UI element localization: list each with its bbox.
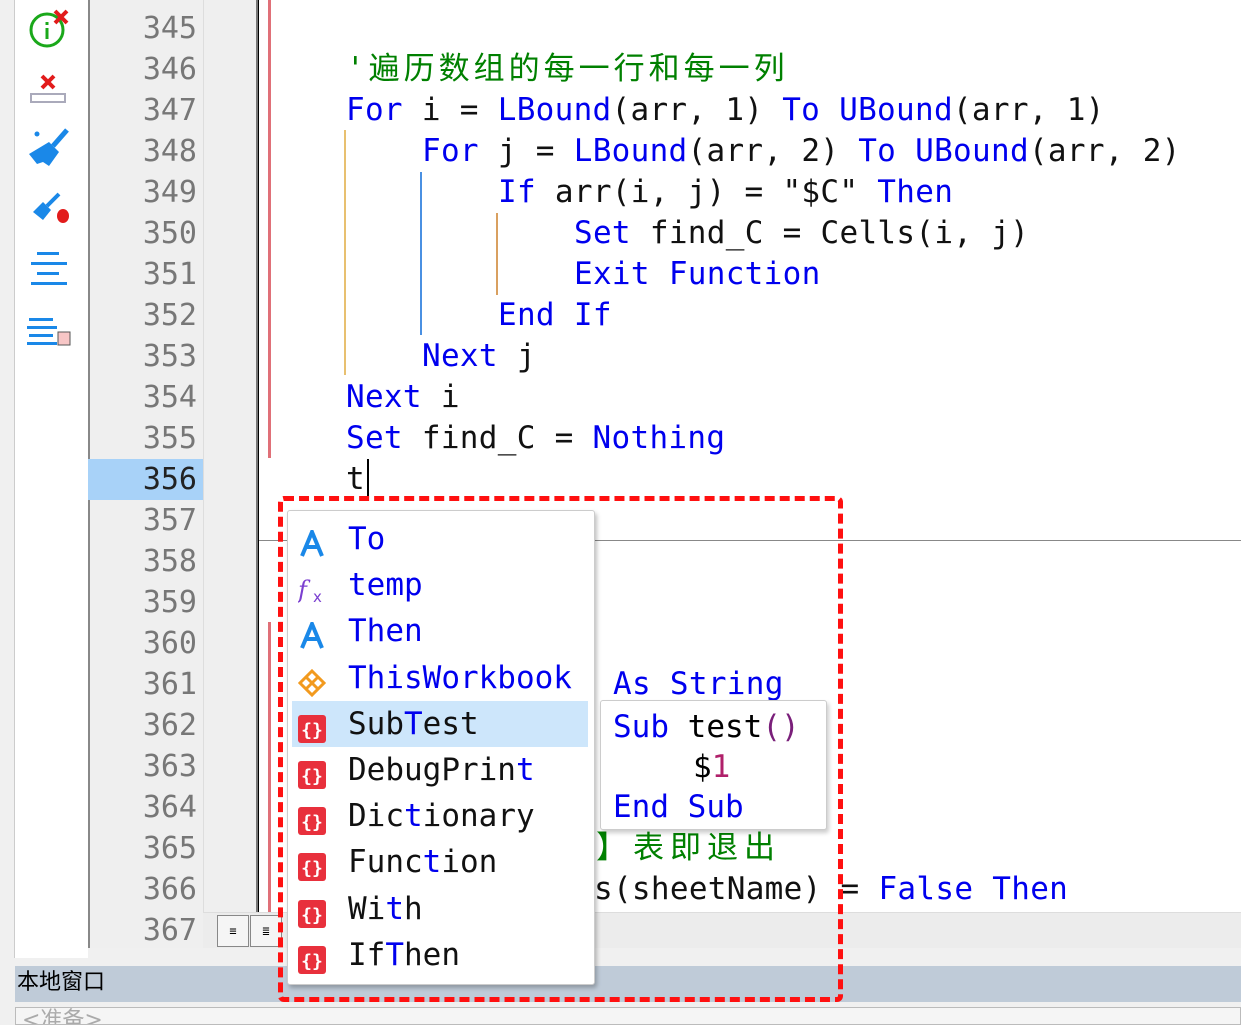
line-number: 354 bbox=[142, 380, 197, 415]
svg-text:{}: {} bbox=[301, 905, 323, 926]
indent-guide bbox=[420, 172, 422, 335]
line-number: 359 bbox=[142, 585, 197, 620]
procedure-separator bbox=[259, 540, 1241, 541]
keyword-icon bbox=[298, 617, 326, 650]
procedure-view-button[interactable]: ≡ bbox=[217, 915, 249, 947]
line-number: 367 bbox=[142, 913, 197, 948]
code-line: Set find_C = Nothing bbox=[346, 420, 726, 456]
info-clear-icon[interactable] bbox=[27, 6, 71, 50]
line-number: 348 bbox=[142, 134, 197, 169]
indent-guide bbox=[496, 213, 498, 295]
line-number: 360 bbox=[142, 626, 197, 661]
snippet-icon: {} bbox=[298, 941, 326, 974]
line-number: 350 bbox=[142, 216, 197, 251]
autocomplete-item-label: temp bbox=[348, 567, 423, 604]
autocomplete-item-label: ThisWorkbook bbox=[348, 659, 572, 696]
autocomplete-item[interactable]: {} With bbox=[292, 886, 588, 932]
autocomplete-item-label: To bbox=[348, 521, 386, 557]
svg-text:{}: {} bbox=[301, 858, 323, 879]
autocomplete-item-label: SubTest bbox=[348, 705, 479, 742]
line-number: 363 bbox=[142, 749, 197, 784]
svg-text:{}: {} bbox=[301, 766, 323, 787]
snippet-icon: {} bbox=[298, 895, 326, 928]
locals-window-status: <准备> bbox=[15, 1007, 1241, 1025]
code-line: For i = LBound(arr, 1) To UBound(arr, 1) bbox=[346, 92, 1105, 128]
svg-text:{}: {} bbox=[301, 720, 323, 741]
autocomplete-item-label: With bbox=[348, 890, 423, 927]
left-edge-panel bbox=[0, 0, 15, 958]
block-bar bbox=[268, 0, 271, 458]
line-number: 349 bbox=[142, 175, 197, 210]
autocomplete-item[interactable]: {} Function bbox=[292, 839, 588, 885]
snippet-icon: {} bbox=[298, 802, 326, 836]
object-icon bbox=[297, 664, 327, 697]
svg-text:{}: {} bbox=[301, 812, 323, 833]
line-number: 365 bbox=[142, 831, 197, 866]
clear-input-icon[interactable] bbox=[27, 68, 71, 112]
current-line-input[interactable]: t bbox=[346, 459, 369, 500]
locals-window-title: 本地窗口 bbox=[15, 958, 1241, 1002]
autocomplete-item-label: Dictionary bbox=[348, 798, 535, 835]
line-number: 355 bbox=[142, 421, 197, 456]
code-line: For j = LBound(arr, 2) To UBound(arr, 2) bbox=[422, 133, 1181, 169]
snippet-icon: {} bbox=[298, 710, 326, 743]
indent-guide bbox=[344, 130, 346, 375]
autocomplete-item[interactable]: {} DebugPrint bbox=[292, 747, 588, 793]
line-number: 357 bbox=[142, 503, 197, 538]
svg-text:f: f bbox=[298, 576, 311, 604]
side-toolbar bbox=[15, 0, 88, 958]
line-number: 362 bbox=[142, 708, 197, 743]
autocomplete-item[interactable]: {} SubTest bbox=[292, 700, 588, 747]
snippet-preview: Sub test() $1 End Sub bbox=[600, 700, 827, 830]
autocomplete-item[interactable]: Then bbox=[292, 608, 588, 654]
autocomplete-item-label: IfThen bbox=[348, 936, 460, 973]
keyword-icon bbox=[298, 525, 326, 557]
code-line: s(sheetName) = False Then bbox=[594, 871, 1069, 907]
code-comment: 】表即退出 bbox=[596, 830, 781, 866]
code-line: Exit Function bbox=[574, 256, 821, 292]
autocomplete-item-label: Function bbox=[348, 844, 498, 881]
code-line: End If bbox=[498, 297, 612, 333]
line-number: 366 bbox=[142, 872, 197, 907]
code-line: Set find_C = Cells(i, j) bbox=[574, 215, 1030, 251]
code-line: Next i bbox=[346, 379, 460, 415]
line-number: 358 bbox=[142, 544, 197, 579]
autocomplete-item-label: Then bbox=[348, 613, 423, 650]
code-line: If arr(i, j) = "$C" Then bbox=[498, 174, 954, 210]
autocomplete-item[interactable]: {} Dictionary bbox=[292, 793, 588, 839]
snippet-icon: {} bbox=[298, 848, 326, 882]
line-number: 351 bbox=[142, 257, 197, 292]
align-save-icon[interactable] bbox=[27, 312, 71, 356]
code-comment: '遍历数组的每一行和每一列 bbox=[346, 51, 789, 87]
line-number: 345 bbox=[142, 11, 197, 46]
snippet-icon: {} bbox=[298, 756, 326, 789]
svg-text:x: x bbox=[313, 588, 322, 604]
svg-text:{}: {} bbox=[301, 951, 323, 972]
full-module-view-button[interactable]: ≣ bbox=[250, 915, 282, 947]
autocomplete-item[interactable]: To bbox=[292, 516, 588, 562]
line-number: 347 bbox=[142, 93, 197, 128]
align-center-icon[interactable] bbox=[27, 248, 71, 292]
line-number: 352 bbox=[142, 298, 197, 333]
autocomplete-item[interactable]: ThisWorkbook bbox=[292, 655, 588, 701]
breakpoint-margin[interactable] bbox=[203, 0, 258, 948]
line-number: 364 bbox=[142, 790, 197, 825]
autocomplete-item-label: DebugPrint bbox=[348, 752, 535, 788]
broom-bug-icon[interactable] bbox=[27, 188, 71, 232]
line-number: 353 bbox=[142, 339, 197, 374]
block-bar bbox=[268, 622, 271, 932]
broom-icon[interactable] bbox=[27, 124, 71, 168]
code-line: Next j bbox=[422, 338, 536, 374]
autocomplete-item[interactable]: {} IfThen bbox=[292, 932, 588, 978]
line-number: 356 bbox=[88, 459, 203, 500]
line-number: 361 bbox=[142, 667, 197, 702]
code-line: As String bbox=[613, 666, 784, 702]
line-number: 346 bbox=[142, 52, 197, 87]
